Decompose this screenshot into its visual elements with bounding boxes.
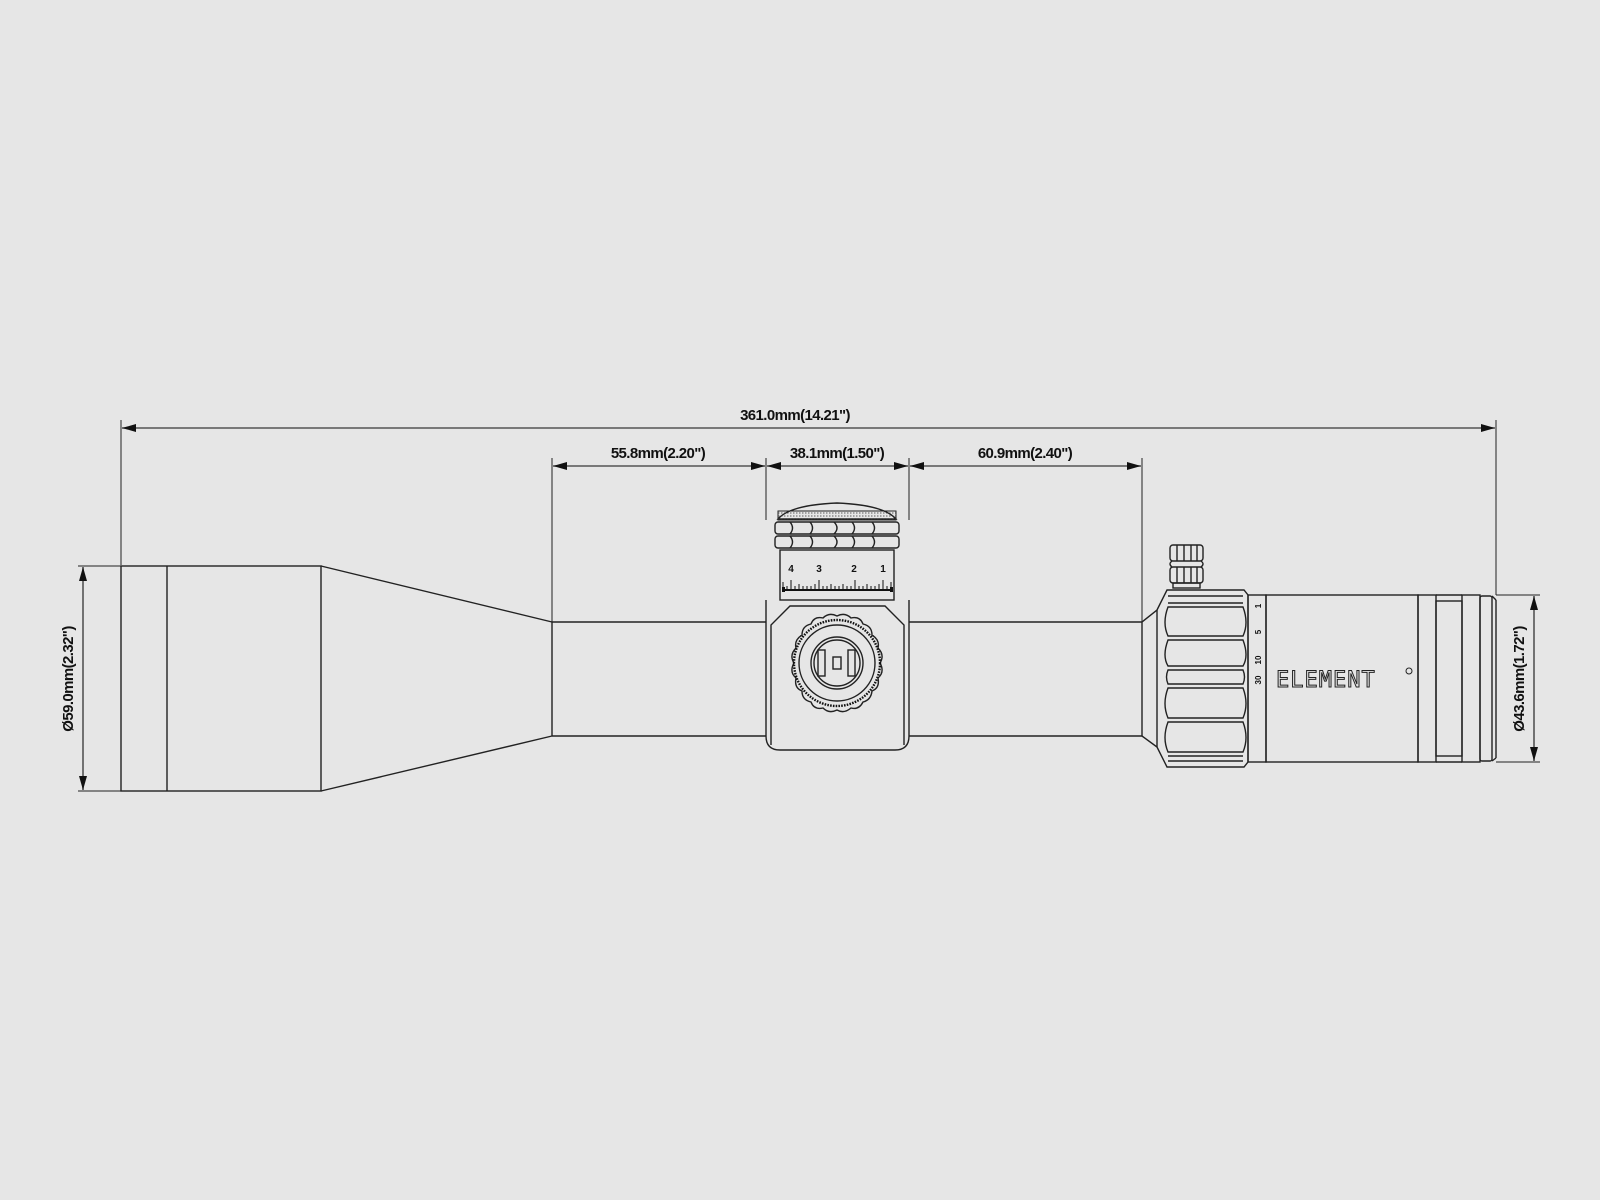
turret-width-label: 38.1mm(1.50")	[790, 445, 885, 462]
magnification-ring[interactable]: 1 5 10 30	[1141, 589, 1263, 768]
objective-bell	[120, 565, 553, 792]
elevation-turret[interactable]: 4 3 2 1	[774, 502, 900, 601]
svg-text:10: 10	[1254, 655, 1263, 664]
svg-text:3: 3	[816, 564, 822, 575]
svg-text:1: 1	[1254, 603, 1263, 608]
rear-tube-length-label: 60.9mm(2.40")	[978, 445, 1073, 462]
illumination-knob[interactable]	[1169, 544, 1204, 589]
objective-diameter-label: Ø59.0mm(2.32")	[60, 626, 77, 732]
svg-text:5: 5	[1254, 629, 1263, 634]
svg-text:1: 1	[880, 564, 886, 575]
dimension-chain: 55.8mm(2.20") 38.1mm(1.50") 60.9mm(2.40"…	[551, 445, 1143, 622]
windage-knob[interactable]	[791, 613, 883, 713]
front-tube-length-label: 55.8mm(2.20")	[611, 445, 706, 462]
dimension-objective-diameter: Ø59.0mm(2.32")	[60, 565, 121, 792]
svg-text:4: 4	[788, 564, 794, 575]
main-tube	[551, 621, 1143, 737]
overall-length-label: 361.0mm(14.21")	[740, 407, 850, 424]
logo-mark-icon	[817, 649, 856, 677]
svg-text:ELEMENT: ELEMENT	[1276, 668, 1376, 693]
dimension-eyepiece-diameter: Ø43.6mm(1.72")	[1496, 594, 1540, 763]
eyepiece: ELEMENT	[1247, 594, 1497, 763]
brand-logo: ELEMENT	[1276, 667, 1413, 694]
svg-text:30: 30	[1254, 675, 1263, 684]
knurl-texture	[777, 510, 897, 521]
turret-scale: 4 3 2 1	[782, 564, 893, 592]
svg-text:2: 2	[851, 564, 857, 575]
eyepiece-diameter-label: Ø43.6mm(1.72")	[1511, 626, 1528, 732]
dimension-overall-length: 361.0mm(14.21")	[120, 407, 1497, 595]
magnification-labels: 1 5 10 30	[1254, 603, 1263, 684]
turret-housing	[765, 600, 910, 751]
